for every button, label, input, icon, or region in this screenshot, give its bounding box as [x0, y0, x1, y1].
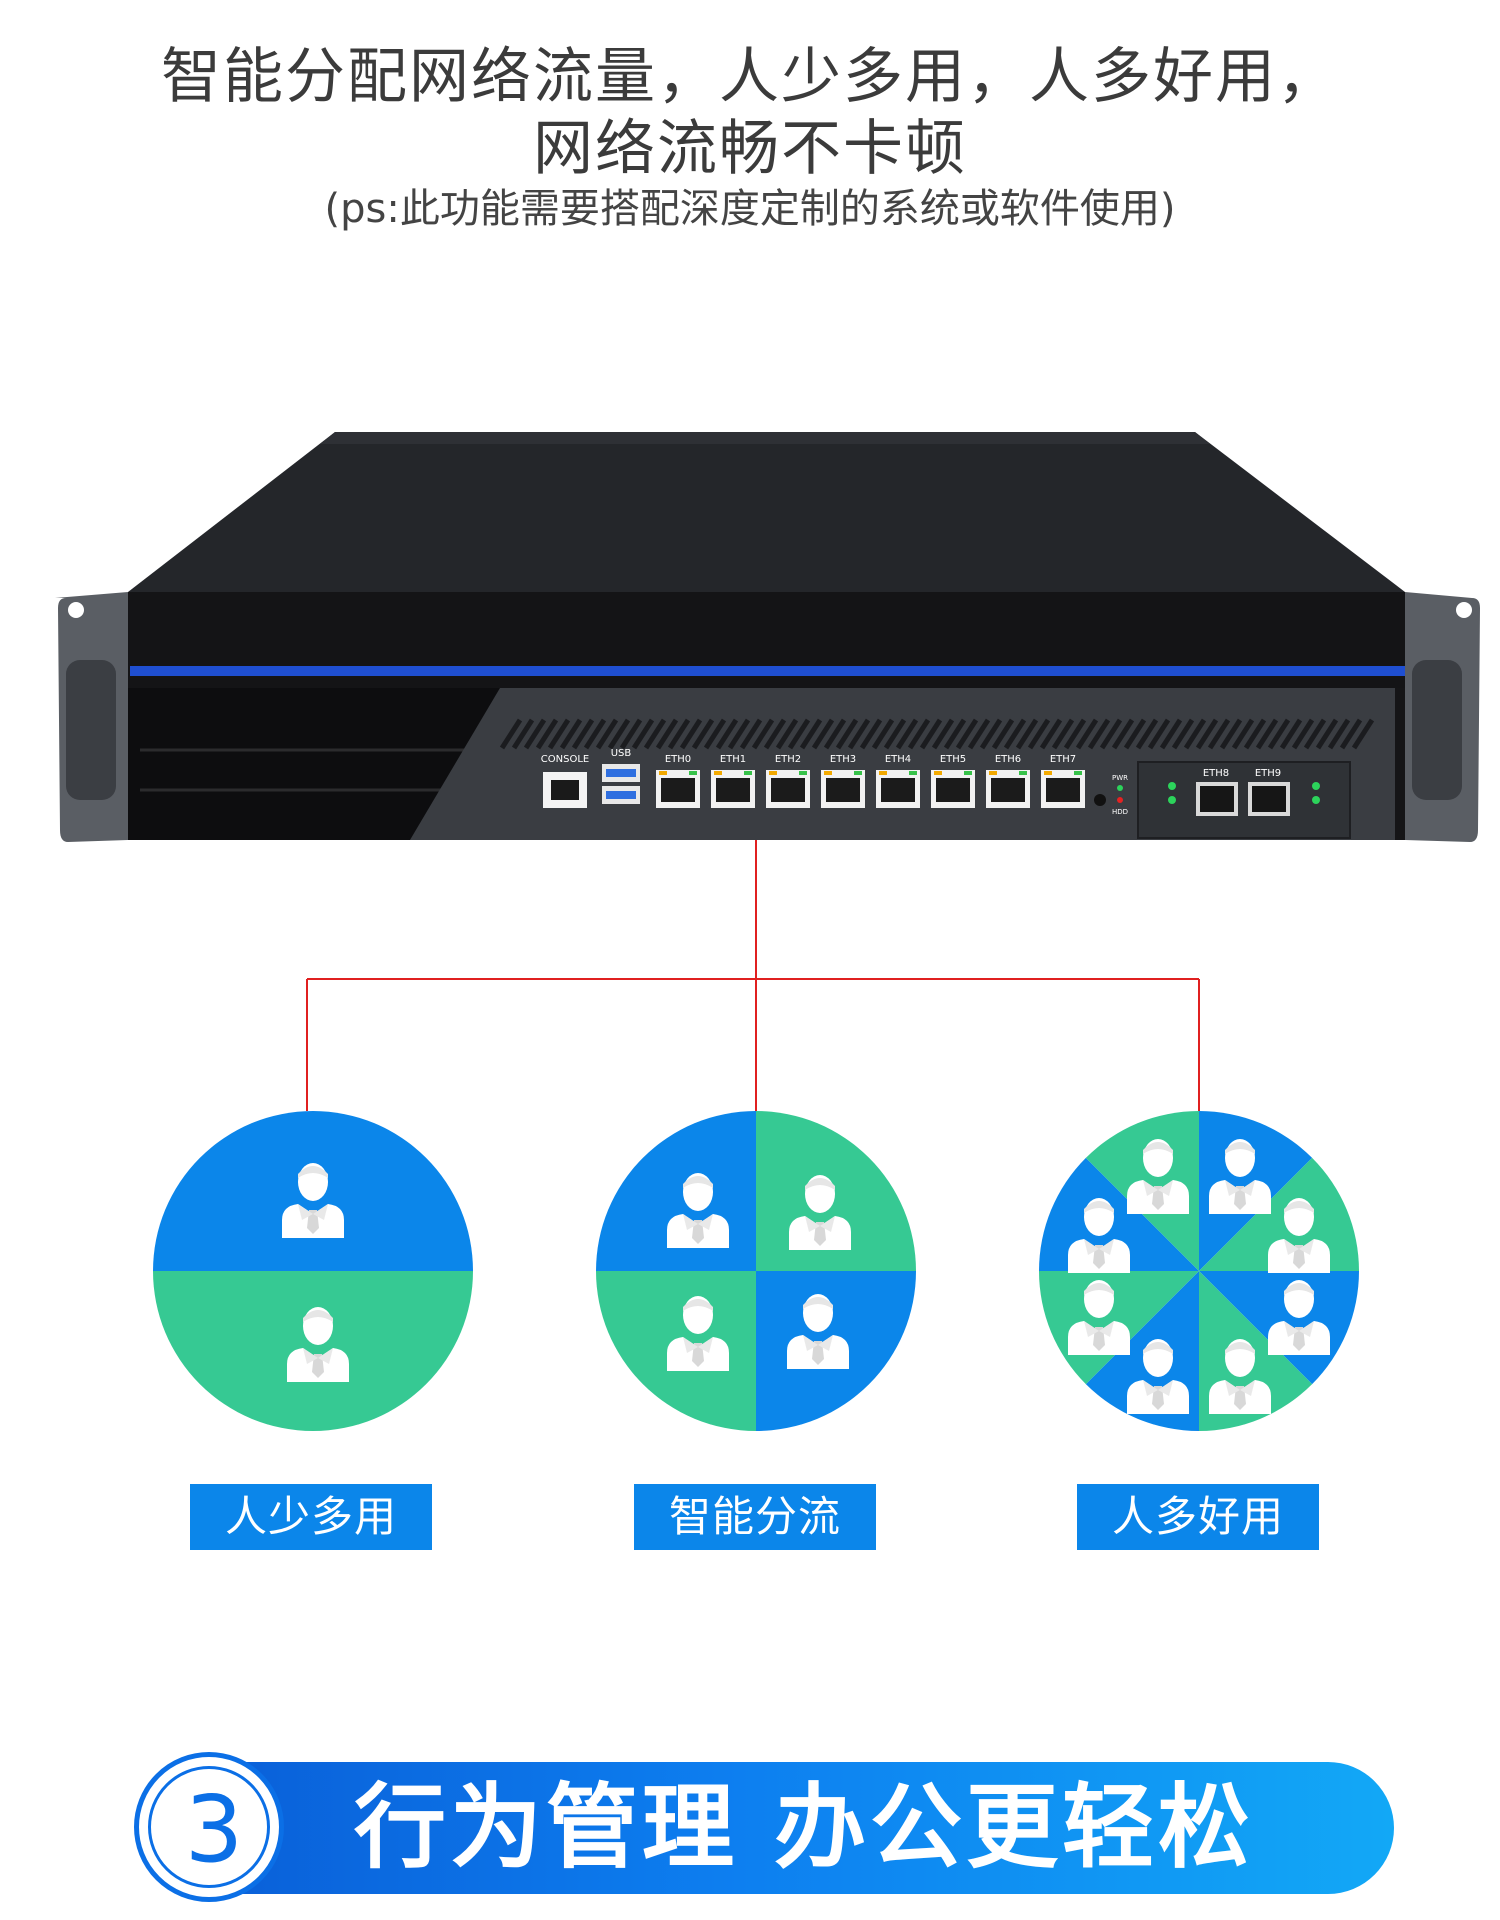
user-icon	[1267, 1197, 1330, 1273]
eth-label-0: ETH0	[665, 754, 691, 765]
user-icon	[789, 1175, 851, 1250]
console-label: CONSOLE	[541, 754, 589, 765]
mode-label-few-users: 人少多用	[190, 1484, 432, 1550]
section-number: 3	[184, 1776, 244, 1883]
pie-smart-split	[596, 1111, 916, 1431]
user-icon	[667, 1173, 729, 1248]
eth-label-1: ETH1	[720, 754, 746, 765]
user-icon	[1068, 1280, 1131, 1356]
user-icon	[287, 1307, 349, 1382]
user-icon	[1209, 1139, 1272, 1215]
sfp-label-1: ETH9	[1255, 768, 1281, 779]
section-number-badge: 3	[134, 1752, 284, 1902]
user-icon	[667, 1296, 729, 1371]
section-banner: 行为管理 办公更轻松 3	[134, 1752, 1400, 1902]
user-icon	[1068, 1197, 1131, 1273]
pie-few-users	[153, 1111, 473, 1431]
eth-label-3: ETH3	[830, 754, 856, 765]
eth-label-4: ETH4	[885, 754, 911, 765]
user-icon	[1126, 1338, 1189, 1414]
mode-label-many-users: 人多好用	[1077, 1484, 1319, 1550]
eth-label-6: ETH6	[995, 754, 1021, 765]
headline-line1: 智能分配网络流量，人少多用，人多好用，	[161, 42, 1339, 112]
user-icon	[1267, 1280, 1330, 1356]
usb-label: USB	[611, 748, 632, 759]
power-button[interactable]	[1094, 794, 1106, 806]
headline-line2: 网络流畅不卡顿	[533, 114, 967, 184]
headline-note: (ps:此功能需要搭配深度定制的系统或软件使用)	[324, 186, 1176, 232]
eth-label-2: ETH2	[775, 754, 801, 765]
eth-label-5: ETH5	[940, 754, 966, 765]
hdd-label: HDD	[1112, 808, 1128, 816]
blue-stripe	[130, 666, 1405, 676]
user-icon	[1209, 1338, 1272, 1414]
mode-label-smart-split: 智能分流	[634, 1484, 876, 1550]
rack-server-illustration: CONSOLE USB ETH0 ETH1 ETH2 ETH3 ETH4 ETH5 ETH6…	[55, 432, 1480, 842]
banner-bar	[204, 1762, 1394, 1894]
user-icon	[1126, 1139, 1189, 1215]
user-icon	[282, 1163, 344, 1238]
banner-title: 行为管理 办公更轻松	[354, 1774, 1255, 1881]
eth-label-7: ETH7	[1050, 754, 1076, 765]
sfp-label-0: ETH8	[1203, 768, 1229, 779]
user-icon	[787, 1294, 849, 1369]
pwr-label: PWR	[1112, 774, 1128, 782]
